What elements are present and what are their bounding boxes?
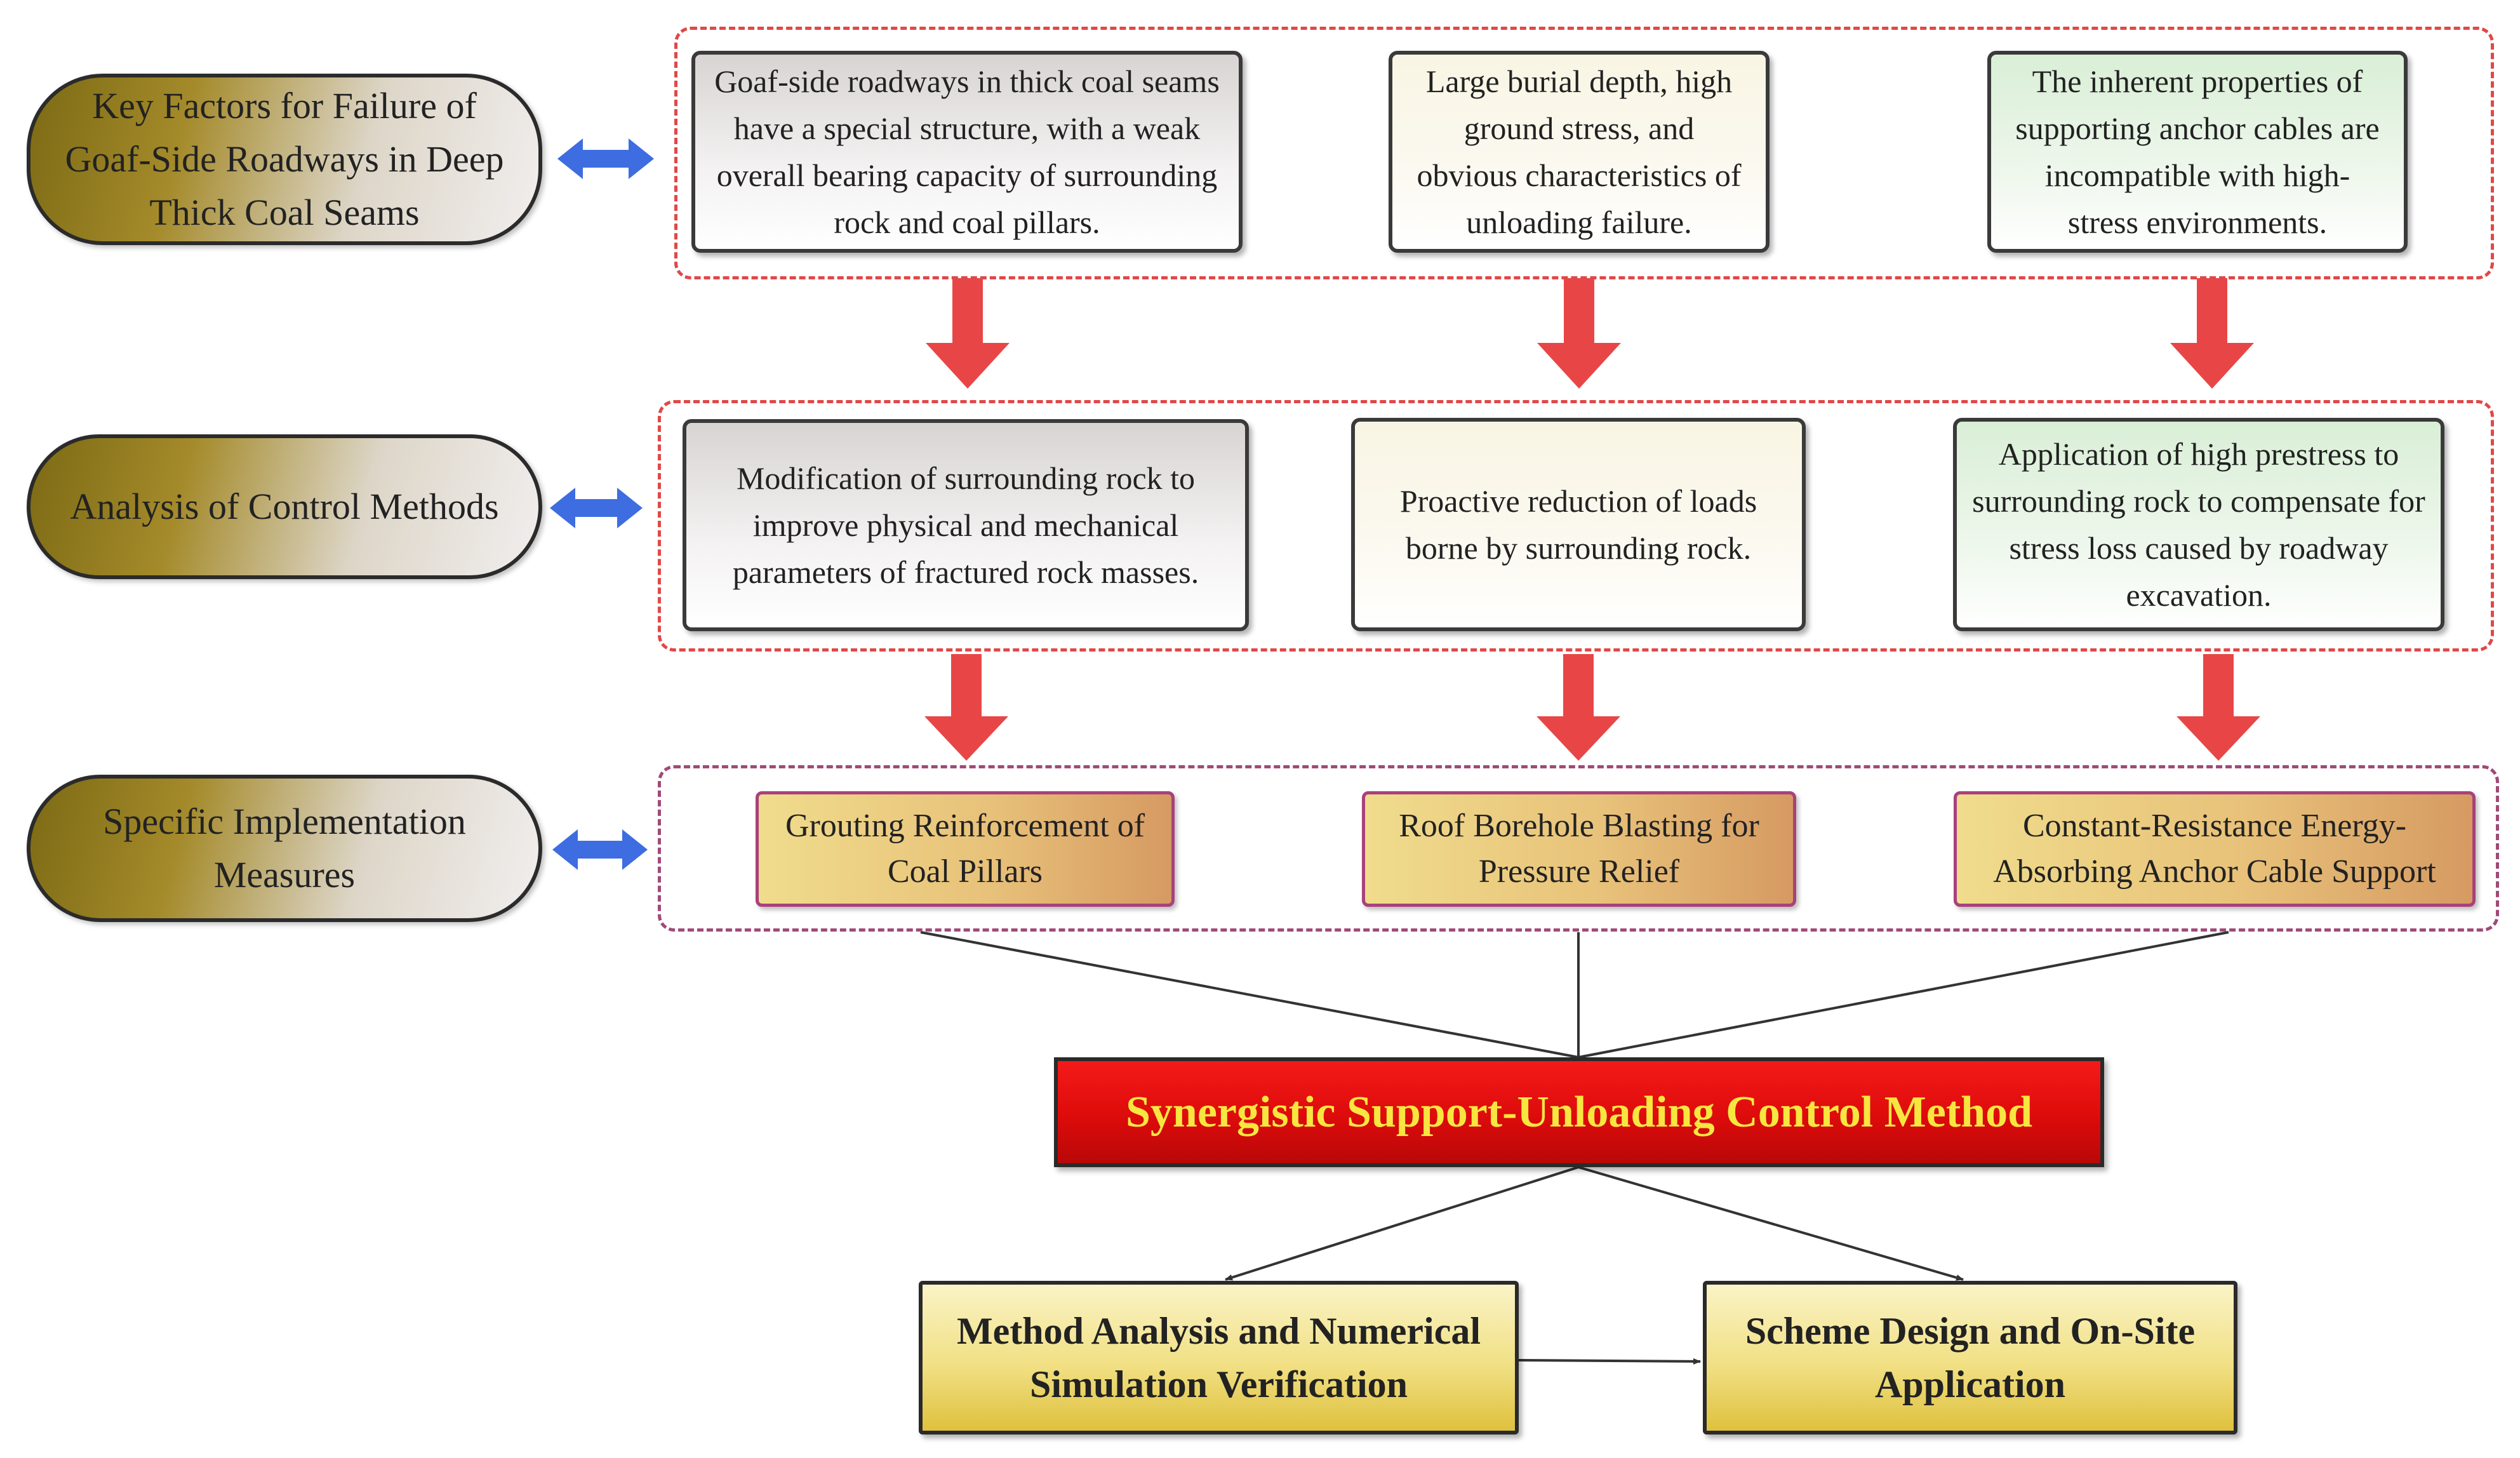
core-method-text: Synergistic Support-Unloading Control Me… — [1125, 1087, 2033, 1137]
outcome-text: Method Analysis and Numerical Simulation… — [956, 1310, 1481, 1405]
row-label-control-methods: Analysis of Control Methods — [27, 434, 542, 579]
group-row-3 — [658, 765, 2499, 932]
card-text: Large burial depth, high ground stress, … — [1417, 64, 1742, 240]
factor-card-structure: Goaf-side roadways in thick coal seams h… — [691, 51, 1243, 253]
method-card-modification: Modification of surrounding rock to impr… — [683, 419, 1249, 631]
down-arrow-1-1 — [926, 278, 1010, 389]
group-row-2 — [658, 400, 2494, 652]
method-card-load-reduction: Proactive reduction of loads borne by su… — [1351, 418, 1806, 631]
card-text: The inherent properties of supporting an… — [2015, 64, 2380, 240]
row-label-text: Analysis of Control Methods — [70, 486, 499, 527]
outcome-verification: Method Analysis and Numerical Simulation… — [919, 1281, 1519, 1435]
method-card-prestress: Application of high prestress to surroun… — [1953, 418, 2444, 631]
down-arrow-1-3 — [2170, 278, 2254, 389]
row-label-text: Key Factors for Failure of Goaf-Side Roa… — [65, 85, 504, 233]
measure-text: Constant-Resistance Energy-Absorbing Anc… — [1993, 808, 2436, 890]
down-arrow-2-2 — [1537, 654, 1620, 761]
measure-text: Roof Borehole Blasting for Pressure Reli… — [1399, 808, 1759, 890]
row-label-implementation: Specific Implementation Measures — [27, 775, 542, 922]
factor-card-stress: Large burial depth, high ground stress, … — [1389, 51, 1770, 253]
down-arrow-2-3 — [2177, 654, 2260, 761]
double-arrow-row-2 — [550, 488, 643, 528]
row-label-key-factors: Key Factors for Failure of Goaf-Side Roa… — [27, 74, 542, 245]
connector-outcome-1-to-2 — [1518, 1358, 1701, 1365]
connector-to-outcome-1 — [1225, 1166, 1579, 1281]
factor-card-anchor: The inherent properties of supporting an… — [1987, 51, 2408, 253]
connector-to-outcome-2 — [1578, 1166, 1964, 1281]
card-text: Proactive reduction of loads borne by su… — [1399, 483, 1757, 566]
row-label-text: Specific Implementation Measures — [103, 801, 466, 895]
core-method: Synergistic Support-Unloading Control Me… — [1054, 1057, 2104, 1167]
card-text: Modification of surrounding rock to impr… — [732, 460, 1199, 590]
outcome-text: Scheme Design and On-Site Application — [1745, 1310, 2196, 1405]
card-text: Goaf-side roadways in thick coal seams h… — [714, 64, 1220, 240]
double-arrow-row-3 — [552, 829, 648, 870]
outcome-application: Scheme Design and On-Site Application — [1703, 1281, 2237, 1435]
double-arrow-row-1 — [557, 138, 654, 179]
group-row-1 — [674, 27, 2494, 279]
connector-measure-3 — [1578, 931, 2229, 1059]
measure-anchor-cable: Constant-Resistance Energy-Absorbing Anc… — [1954, 791, 2476, 907]
measure-text: Grouting Reinforcement of Coal Pillars — [785, 808, 1145, 890]
down-arrow-2-1 — [924, 654, 1008, 761]
connector-measure-1 — [920, 931, 1579, 1059]
down-arrow-1-2 — [1537, 278, 1621, 389]
card-text: Application of high prestress to surroun… — [1972, 436, 2425, 613]
measure-blasting: Roof Borehole Blasting for Pressure Reli… — [1362, 791, 1796, 907]
measure-grouting: Grouting Reinforcement of Coal Pillars — [756, 791, 1175, 907]
